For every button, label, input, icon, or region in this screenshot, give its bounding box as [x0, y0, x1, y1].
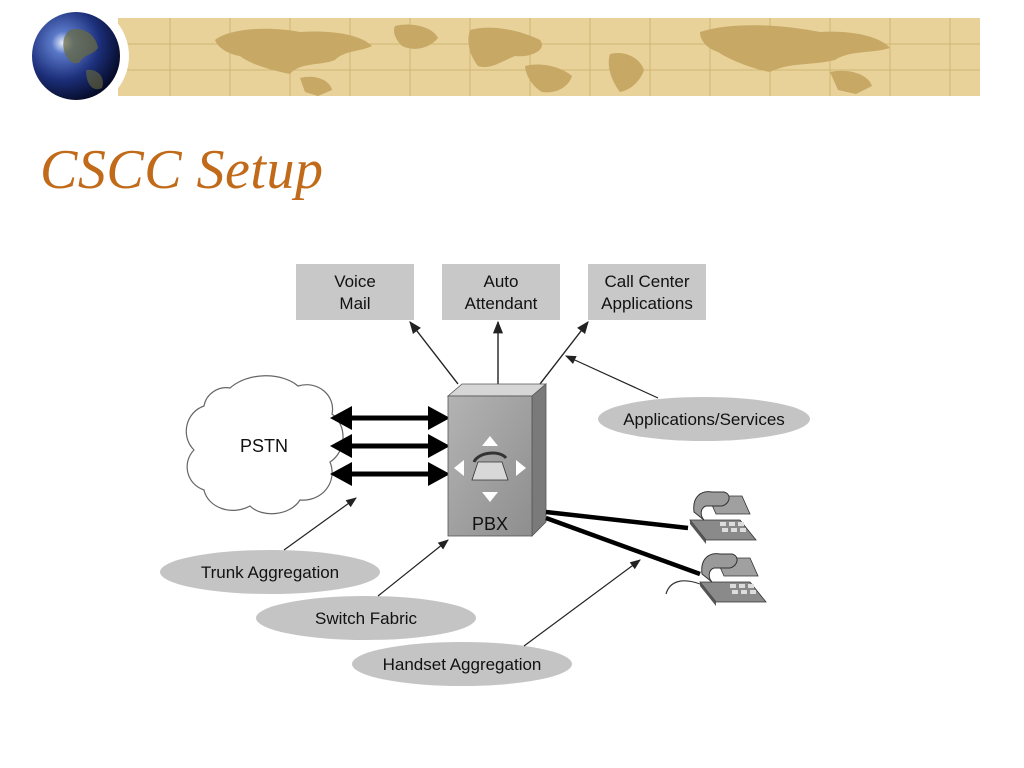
- arrow-switch-fabric: [377, 539, 449, 597]
- pstn-label: PSTN: [240, 436, 288, 456]
- handset-line-2: [545, 515, 701, 577]
- telephone-icon-2: [665, 553, 767, 606]
- handset-aggregation-label: Handset Aggregation: [383, 655, 542, 674]
- voice-mail-line2: Mail: [339, 294, 370, 313]
- arrow-to-call-center: [539, 321, 589, 385]
- auto-attendant-line2: Attendant: [465, 294, 538, 313]
- pbx-direction-arrows-icon: [454, 436, 526, 502]
- callout-handset-aggregation: Handset Aggregation: [352, 642, 572, 686]
- callout-switch-fabric: Switch Fabric: [256, 596, 476, 640]
- call-center-box: Call Center Applications: [588, 264, 706, 320]
- trunk-arrow-2: [330, 434, 450, 458]
- pbx-to-boxes-arrows: [409, 320, 589, 385]
- handset-lines: [545, 509, 701, 577]
- call-center-line2: Applications: [601, 294, 693, 313]
- trunk-arrow-1: [330, 406, 450, 430]
- auto-attendant-box: Auto Attendant: [442, 264, 560, 320]
- voice-mail-line1: Voice: [334, 272, 376, 291]
- pbx-phone-icon: [471, 451, 509, 481]
- slide-title: CSCC Setup: [40, 139, 324, 201]
- pstn-cloud: PSTN: [185, 375, 344, 515]
- trunk-aggregation-label: Trunk Aggregation: [201, 563, 339, 582]
- arrow-trunk-aggregation: [283, 497, 357, 551]
- globe-land-icon: [63, 28, 98, 64]
- trunk-arrow-3: [330, 462, 450, 486]
- pbx-unit: PBX: [446, 383, 548, 537]
- telephone-icon-1: [689, 491, 757, 544]
- callout-trunk-aggregation: Trunk Aggregation: [160, 550, 380, 594]
- map-continents: [215, 24, 890, 96]
- arrow-handset-aggregation: [523, 559, 641, 647]
- callout-applications-services: Applications/Services: [598, 397, 810, 441]
- voice-mail-box: Voice Mail: [296, 264, 414, 320]
- call-center-line1: Call Center: [604, 272, 689, 291]
- auto-attendant-line1: Auto: [484, 272, 519, 291]
- switch-fabric-label: Switch Fabric: [315, 609, 418, 628]
- arrow-applications-services: [565, 355, 659, 399]
- pbx-label: PBX: [472, 514, 508, 534]
- callout-arrows: [283, 355, 659, 647]
- arrow-to-voice-mail: [409, 321, 459, 385]
- applications-services-label: Applications/Services: [623, 410, 785, 429]
- trunk-arrows: [330, 406, 450, 486]
- world-map-banner: [23, 3, 980, 109]
- handset-line-1: [545, 509, 689, 531]
